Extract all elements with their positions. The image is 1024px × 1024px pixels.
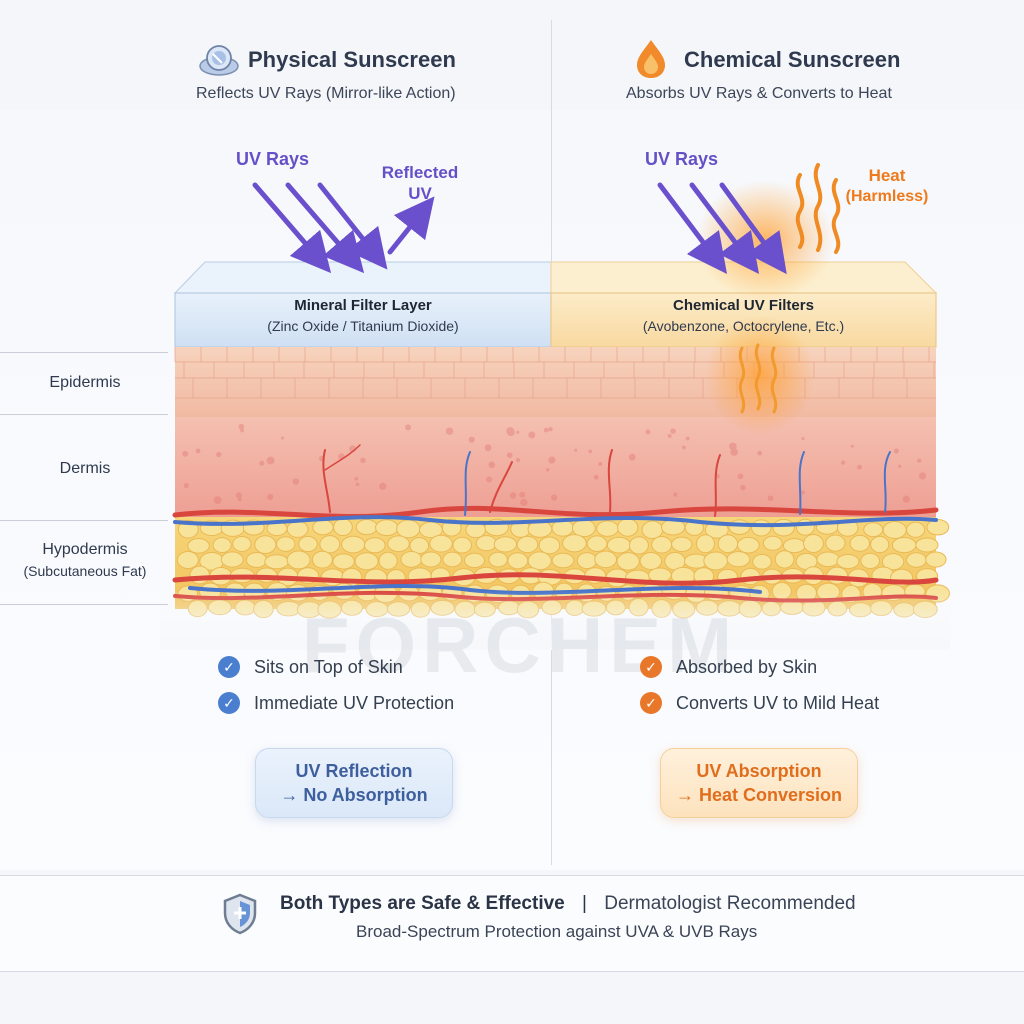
chemical-check-2-text: Converts UV to Mild Heat	[676, 692, 880, 713]
chemical-callout-line2: → Heat Conversion	[675, 785, 843, 805]
footer-main-line: Both Types are Safe & Effective | Dermat…	[280, 893, 856, 915]
footer-main-text: Both Types are Safe & Effective	[280, 893, 565, 914]
heat-title: Heat	[868, 166, 906, 185]
flame-drop-icon	[637, 40, 665, 78]
footer	[0, 875, 1024, 972]
dermis-label: Dermis	[59, 460, 111, 477]
footer-sub-line: Broad-Spectrum Protection against UVA & …	[356, 922, 758, 941]
footer-secondary-text: Dermatologist Recommended	[604, 893, 856, 914]
check-icon: ✓	[218, 656, 240, 678]
physical-check-2: ✓ Immediate UV Protection	[218, 692, 454, 714]
mineral-layer-sub: (Zinc Oxide / Titanium Dioxide)	[267, 318, 459, 334]
check-icon: ✓	[640, 656, 662, 678]
physical-check-1-text: Sits on Top of Skin	[254, 656, 403, 677]
separator-top	[0, 352, 168, 353]
separator-bottom	[0, 604, 168, 605]
physical-uv-label: UV Rays	[236, 149, 310, 169]
check-icon: ✓	[640, 692, 662, 714]
skin-diagram	[160, 163, 950, 650]
chemical-title: Chemical Sunscreen	[684, 47, 901, 72]
footer-separator: |	[582, 893, 587, 914]
physical-title: Physical Sunscreen	[248, 47, 456, 72]
physical-check-1: ✓ Sits on Top of Skin	[218, 656, 403, 678]
hypodermis-label: Hypodermis	[42, 541, 128, 558]
epidermis-label: Epidermis	[49, 374, 121, 391]
reflected-uv-label: Reflected UV	[381, 163, 459, 203]
chemical-check-2: ✓ Converts UV to Mild Heat	[640, 692, 879, 714]
physical-subtitle: Reflects UV Rays (Mirror-like Action)	[196, 85, 456, 102]
separator-epidermis	[0, 414, 168, 415]
physical-callout-line2: → No Absorption	[280, 785, 428, 805]
heat-label: Heat (Harmless)	[842, 166, 932, 206]
physical-check-2-text: Immediate UV Protection	[254, 692, 455, 713]
separator-dermis	[0, 520, 168, 521]
heat-subtitle: (Harmless)	[845, 188, 929, 205]
chemical-callout-line1: UV Absorption	[696, 761, 822, 781]
shield-plus-icon	[223, 893, 257, 935]
chemical-uv-label: UV Rays	[645, 149, 719, 169]
chemical-layer-sub: (Avobenzone, Octocrylene, Etc.)	[642, 318, 845, 334]
mirror-disc-icon	[199, 45, 239, 76]
physical-callout: UV Reflection → No Absorption	[255, 748, 453, 818]
chemical-callout: UV Absorption → Heat Conversion	[660, 748, 858, 818]
chemical-layer-title: Chemical UV Filters	[673, 297, 814, 314]
mineral-layer-title: Mineral Filter Layer	[294, 297, 432, 314]
hypodermis-sublabel: (Subcutaneous Fat)	[23, 563, 147, 579]
chemical-subtitle: Absorbs UV Rays & Converts to Heat	[626, 85, 892, 102]
watermark: FORCHEM	[301, 601, 739, 689]
check-icon: ✓	[218, 692, 240, 714]
chemical-check-1: ✓ Absorbed by Skin	[640, 656, 817, 678]
physical-callout-line1: UV Reflection	[295, 761, 413, 781]
chemical-check-1-text: Absorbed by Skin	[676, 656, 818, 677]
